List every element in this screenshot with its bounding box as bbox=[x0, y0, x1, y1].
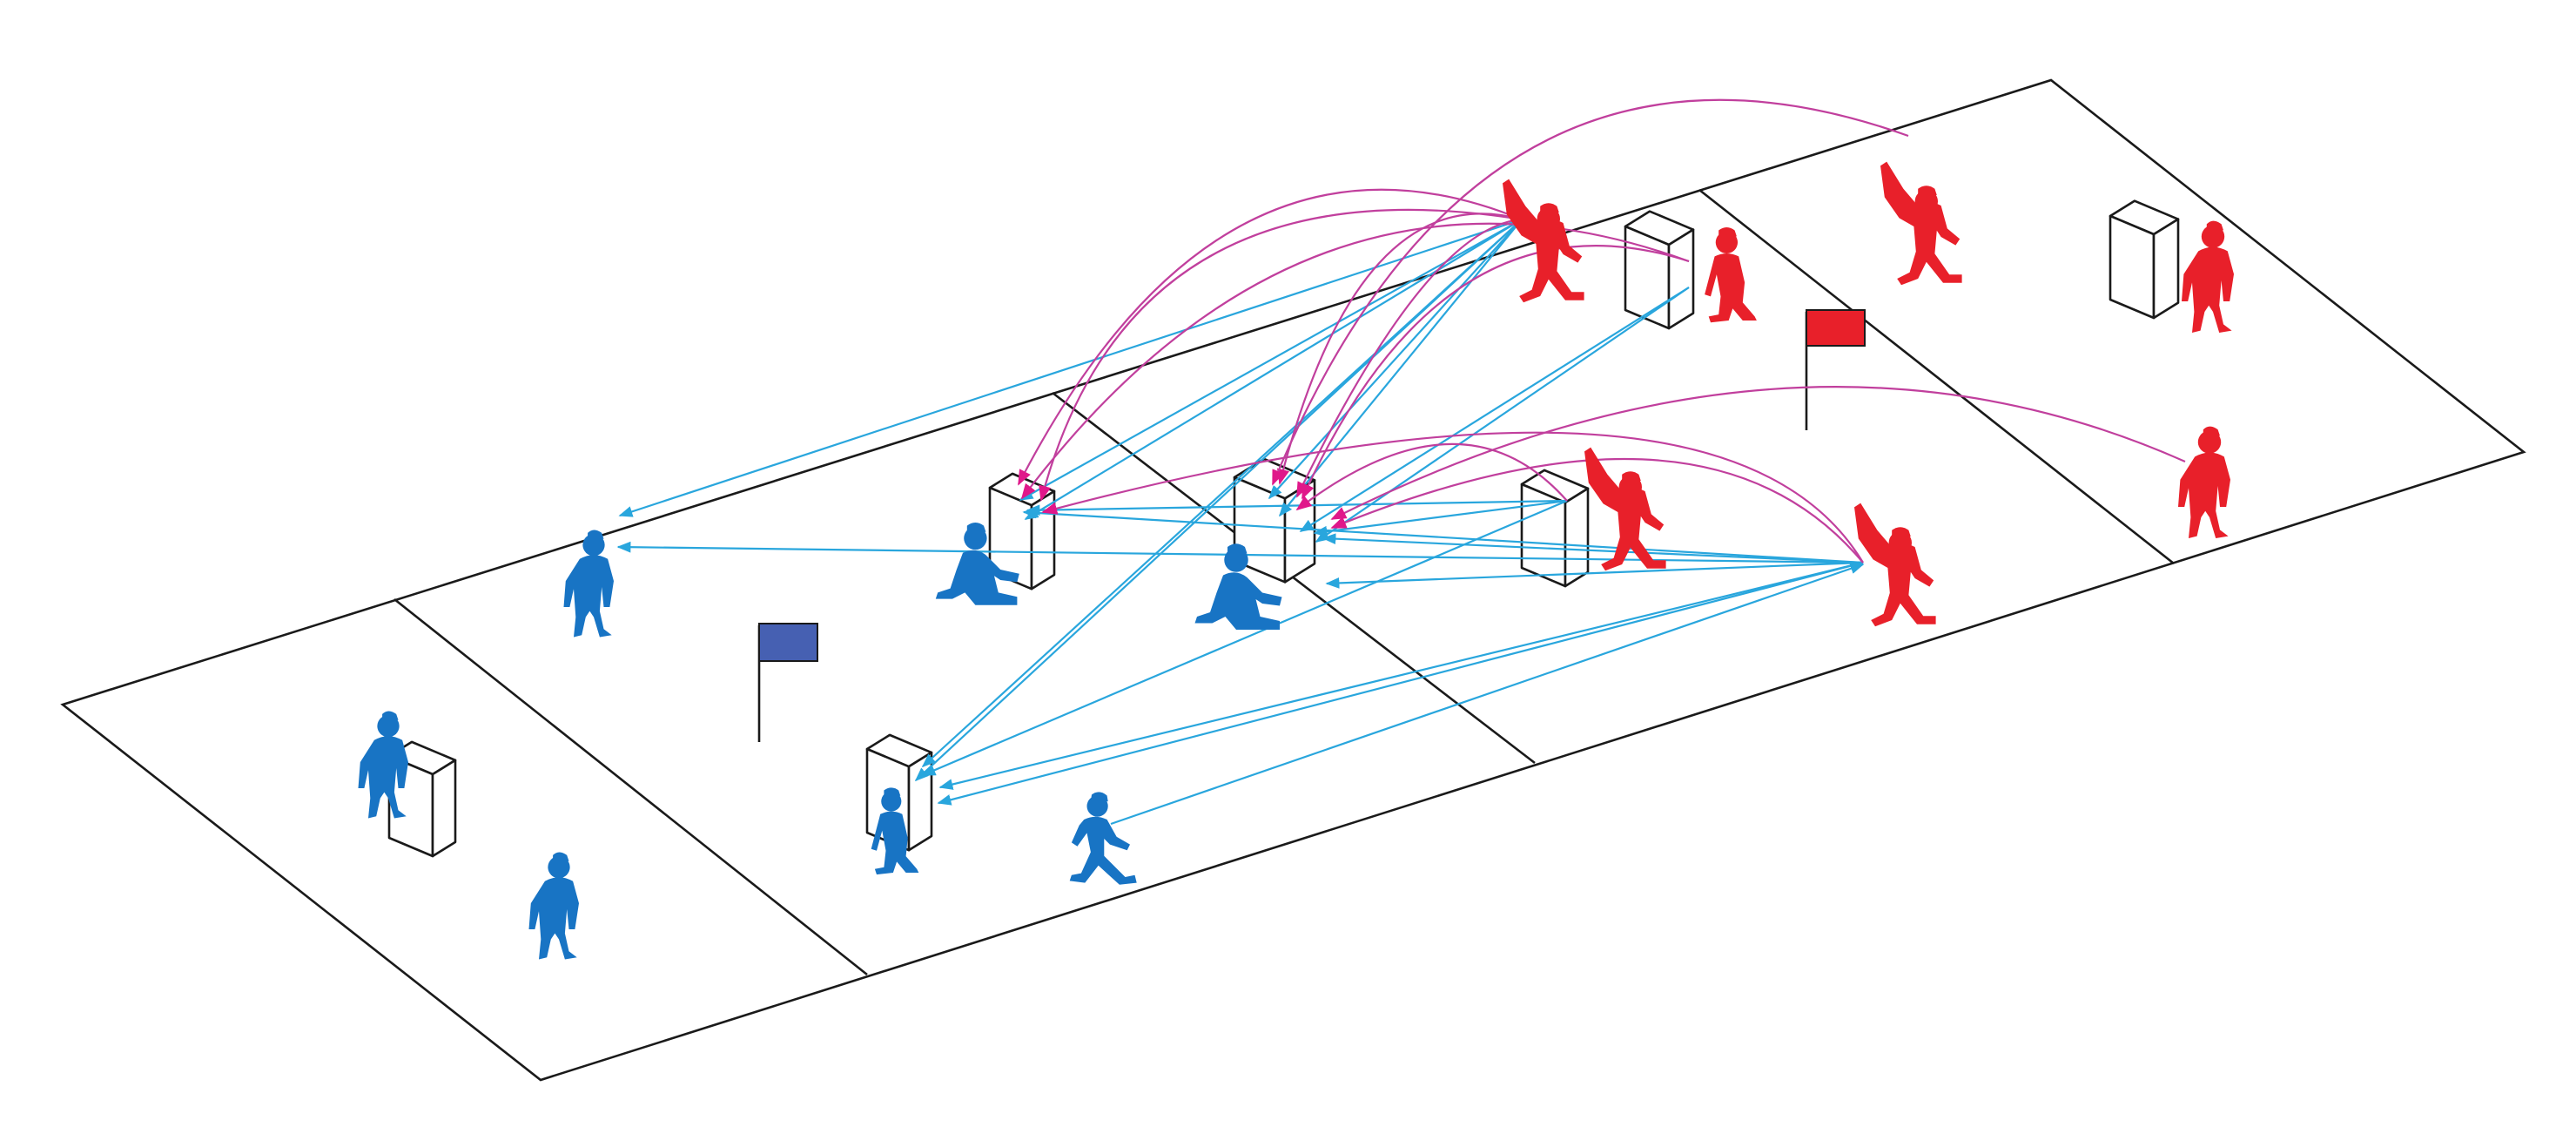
red-player-thrower-right-icon bbox=[1854, 503, 1936, 627]
red-player-back-standing-icon bbox=[2178, 426, 2230, 538]
straight-shot-arrow-icon bbox=[1313, 499, 1568, 537]
box-side-face bbox=[1667, 228, 1695, 330]
lob-shot-arc-icon bbox=[1018, 188, 1523, 486]
lob-shot-arc-icon bbox=[1039, 208, 1523, 502]
box-side-face bbox=[2152, 218, 2180, 320]
straight-shot-arrow-icon bbox=[921, 499, 1568, 777]
red-player-thrower-far-icon bbox=[1880, 161, 1962, 286]
straight-shot-arrow-icon bbox=[1315, 287, 1690, 543]
straight-shot-arrow-icon bbox=[1022, 507, 1864, 564]
box-side-face bbox=[1030, 489, 1056, 590]
red-player-kneel-mid-icon bbox=[1584, 447, 1666, 571]
box-side-face bbox=[907, 751, 933, 852]
lob-shot-arc-icon bbox=[1330, 457, 1864, 564]
obstacles bbox=[387, 199, 2180, 858]
red-player-kneel-box-icon bbox=[1705, 227, 1757, 323]
box-side-face bbox=[431, 759, 457, 858]
zone-divider-blue-back bbox=[393, 597, 868, 976]
straight-shot-arrow-icon bbox=[618, 218, 1523, 517]
blue-player-back-2-icon bbox=[528, 852, 579, 960]
straight-shot-arrow-icon bbox=[914, 219, 1523, 782]
blue-flag-icon bbox=[757, 623, 818, 742]
box-front-face bbox=[2109, 214, 2156, 320]
straight-shot-arrow-icon bbox=[1325, 561, 1864, 589]
red-flag-icon bbox=[1805, 309, 1866, 430]
zone-divider-center bbox=[1698, 188, 2175, 565]
straight-shot-arrow-icon bbox=[1322, 533, 1864, 564]
straight-shot-arrow-icon bbox=[938, 561, 1864, 790]
lob-shot-arc-icon bbox=[1041, 431, 1864, 564]
lob-shot-arc-icon bbox=[1330, 386, 2186, 520]
straight-shot-arrow-icon bbox=[1299, 287, 1690, 532]
lob-shot-arc-icon bbox=[1020, 222, 1690, 500]
red-player-thrower-top-icon bbox=[1503, 179, 1584, 303]
straight-shot-arrow-icon bbox=[1019, 219, 1523, 501]
blue-player-runner-icon bbox=[1069, 792, 1137, 885]
lob-shot-arc-icon bbox=[1271, 98, 1909, 486]
box-front-face bbox=[1520, 483, 1567, 588]
straight-shot-arrow-icon bbox=[1110, 563, 1865, 826]
straight-shot-arrow-icon bbox=[1268, 219, 1523, 500]
box-blue-mid-upper bbox=[988, 472, 1056, 590]
box-red-mid-lower bbox=[1520, 469, 1590, 588]
lob-shot-arc-icon bbox=[1277, 213, 1523, 485]
lob-shot-arc-icon bbox=[1301, 245, 1690, 500]
box-red-mid-upper bbox=[1624, 210, 1695, 330]
red-player-back-box-icon bbox=[2182, 220, 2234, 333]
lob-shot-arc-icon bbox=[1296, 218, 1523, 498]
box-side-face bbox=[1283, 478, 1316, 584]
field-outline bbox=[60, 78, 2526, 1082]
lob-shot-arc-icon bbox=[1295, 442, 1568, 511]
straight-shot-arrow-icon bbox=[937, 561, 1864, 806]
box-red-back bbox=[2109, 199, 2180, 320]
box-side-face bbox=[1564, 487, 1590, 588]
straight-shot-arrow-icon bbox=[1278, 219, 1523, 517]
shot-trajectories bbox=[616, 98, 2186, 826]
